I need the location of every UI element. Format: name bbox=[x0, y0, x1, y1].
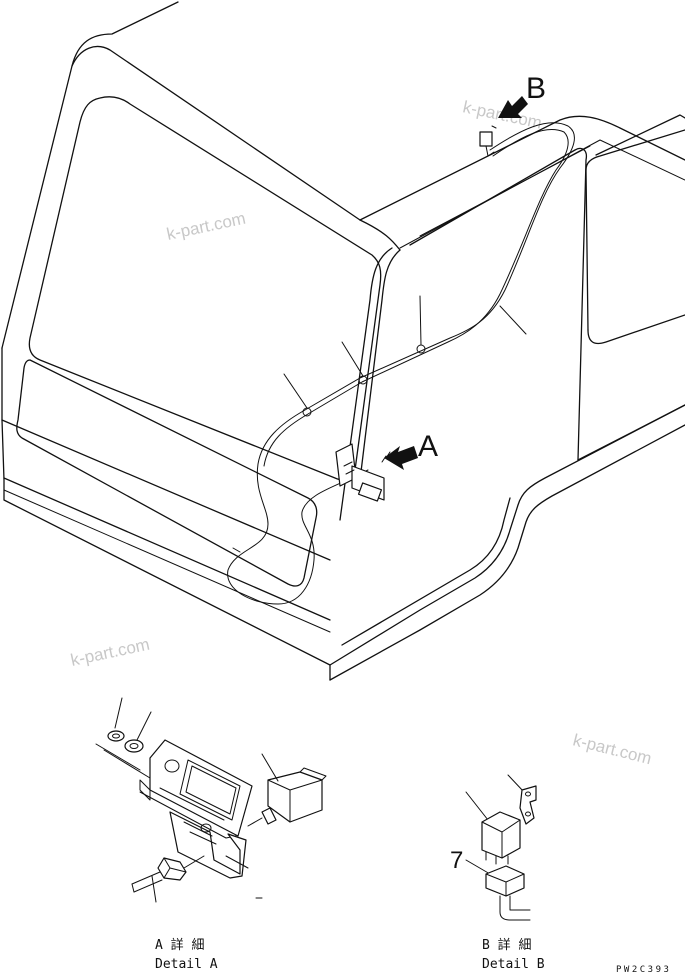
relay-b bbox=[481, 811, 521, 859]
part-number-label: 7 bbox=[450, 847, 463, 874]
cab-body bbox=[1, 1, 685, 681]
detail-a-caption-jp: A 詳 細 bbox=[155, 937, 204, 953]
washer bbox=[124, 739, 144, 753]
watermark-4: k-part.com bbox=[571, 730, 654, 768]
arrow-a-label: A bbox=[418, 430, 438, 463]
relay-bracket bbox=[519, 785, 537, 825]
detail-a-caption-en: Detail A bbox=[155, 957, 218, 972]
arrow-b: B bbox=[498, 72, 546, 118]
harness-clamp-3 bbox=[416, 344, 426, 354]
detail-b-caption-en: Detail B bbox=[482, 957, 545, 972]
bracket-a-on-cab bbox=[335, 443, 385, 502]
wire-harness bbox=[227, 122, 575, 605]
relay-a bbox=[267, 771, 323, 823]
hex-nut bbox=[107, 730, 125, 742]
detail-a-drawing bbox=[95, 697, 327, 903]
watermark-3: k-part.com bbox=[69, 635, 151, 670]
drawing-code: PW2C393 bbox=[616, 965, 671, 975]
connector-b bbox=[485, 865, 525, 897]
arrow-b-label: B bbox=[526, 72, 546, 105]
detail-b-drawing: 7 bbox=[450, 774, 537, 921]
arrow-a: A bbox=[381, 430, 438, 470]
watermark-2: k-part.com bbox=[165, 209, 247, 244]
mounting-bracket bbox=[149, 739, 253, 837]
detail-b-caption-jp: B 詳 細 bbox=[482, 937, 531, 953]
relay-on-roof bbox=[479, 125, 497, 157]
